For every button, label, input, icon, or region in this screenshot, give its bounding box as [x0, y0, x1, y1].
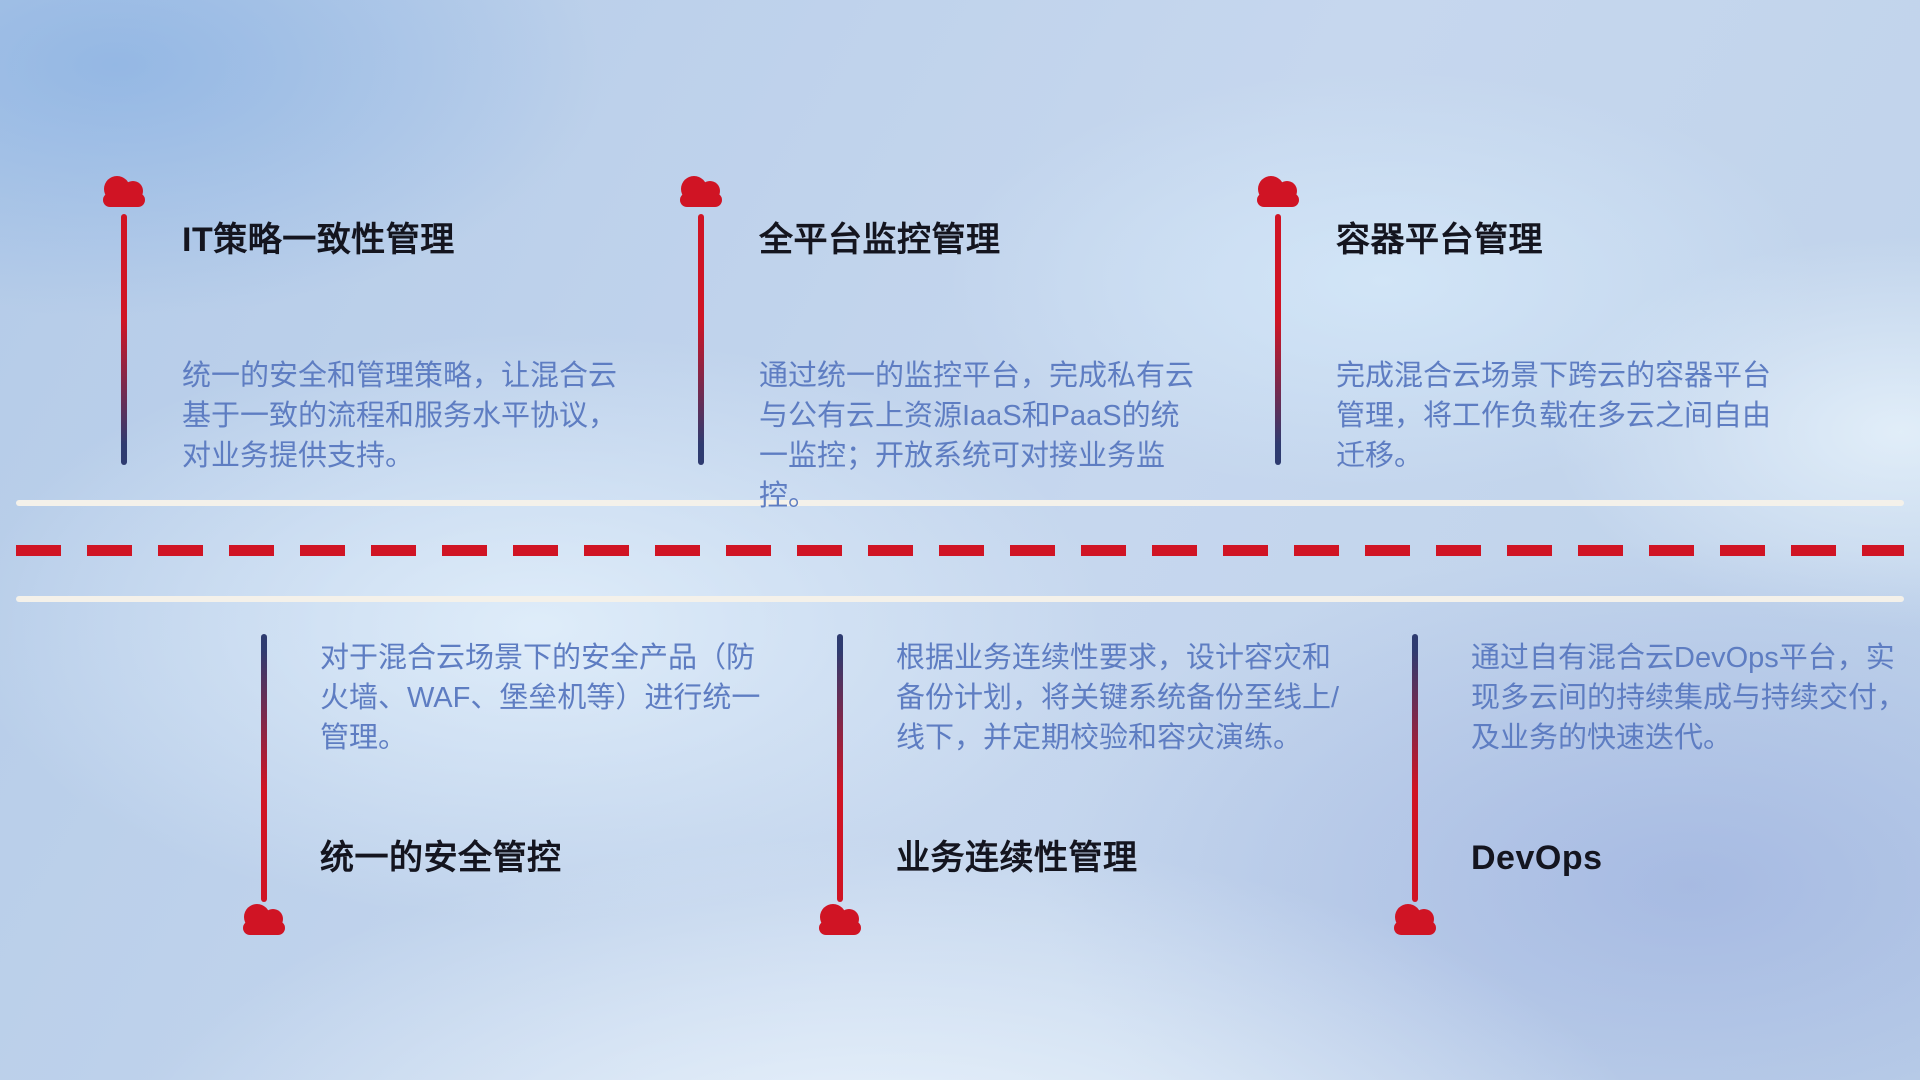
capability-item-security-control: 对于混合云场景下的安全产品（防火墙、WAF、堡垒机等）进行统一管理。 统一的安全…	[236, 634, 796, 940]
cloud-icon	[243, 904, 285, 935]
capability-description: 通过统一的监控平台，完成私有云与公有云上资源IaaS和PaaS的统一监控；开放系…	[759, 360, 1195, 512]
cloud-icon	[1394, 904, 1436, 935]
connector-line	[698, 214, 704, 465]
capability-description: 通过自有混合云DevOps平台，实现多云间的持续集成与持续交付，及业务的快速迭代…	[1471, 642, 1907, 754]
capability-description: 完成混合云场景下跨云的容器平台管理，将工作负载在多云之间自由迁移。	[1336, 360, 1772, 472]
road-edge-line-bottom	[16, 596, 1904, 602]
capability-description: 统一的安全和管理策略，让混合云基于一致的流程和服务水平协议，对业务提供支持。	[182, 360, 618, 472]
capability-title: DevOps	[1471, 839, 1603, 877]
capability-title: 业务连续性管理	[896, 839, 1138, 877]
capability-title: IT策略一致性管理	[182, 221, 455, 259]
road-edge-line-top	[16, 500, 1904, 506]
capability-description: 根据业务连续性要求，设计容灾和备份计划，将关键系统备份至线上/线下，并定期校验和…	[896, 642, 1340, 754]
capability-title: 容器平台管理	[1336, 221, 1543, 259]
capability-item-devops: 通过自有混合云DevOps平台，实现多云间的持续集成与持续交付，及业务的快速迭代…	[1387, 634, 1920, 940]
capability-item-container-platform: 容器平台管理 完成混合云场景下跨云的容器平台管理，将工作负载在多云之间自由迁移。	[1250, 170, 1810, 472]
connector-line	[837, 634, 843, 902]
capability-title: 全平台监控管理	[759, 221, 1001, 259]
cloud-icon	[1257, 176, 1299, 207]
cloud-icon	[819, 904, 861, 935]
road-dashed-line	[16, 545, 1904, 556]
connector-line	[1412, 634, 1418, 902]
capability-item-it-policy: IT策略一致性管理 统一的安全和管理策略，让混合云基于一致的流程和服务水平协议，…	[96, 170, 656, 472]
cloud-icon	[103, 176, 145, 207]
capability-title: 统一的安全管控	[320, 839, 562, 877]
connector-line	[261, 634, 267, 902]
capability-description: 对于混合云场景下的安全产品（防火墙、WAF、堡垒机等）进行统一管理。	[320, 642, 761, 754]
cloud-icon	[680, 176, 722, 207]
capability-item-monitoring: 全平台监控管理 通过统一的监控平台，完成私有云与公有云上资源IaaS和PaaS的…	[673, 170, 1233, 512]
capability-item-business-continuity: 根据业务连续性要求，设计容灾和备份计划，将关键系统备份至线上/线下，并定期校验和…	[812, 634, 1372, 940]
connector-line	[121, 214, 127, 465]
connector-line	[1275, 214, 1281, 465]
